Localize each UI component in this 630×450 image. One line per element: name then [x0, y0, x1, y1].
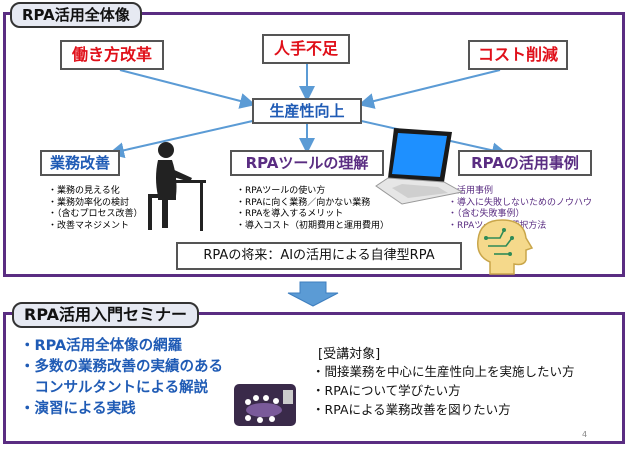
page-number: 4 — [582, 430, 588, 439]
future-box: RPAの将来：AIの活用による自律型RPA — [176, 242, 462, 270]
list-item: （含む失敗事例） — [448, 209, 592, 221]
target-item: 間接業務を中心に生産性向上を実施したい方 — [312, 362, 575, 381]
list-item: （含むプロセス改善） — [48, 209, 143, 221]
list-item: 業務の見える化 — [48, 186, 143, 198]
section-heading-tools: RPAツールの理解 — [230, 150, 384, 176]
seminar-point: ・演習による実践 — [20, 401, 136, 417]
office-worker-icon — [148, 142, 206, 231]
list-item: 業務効率化の検討 — [48, 198, 143, 210]
section-heading-improvement: 業務改善 — [40, 150, 120, 176]
improvement-list: 業務の見える化 業務効率化の検討 （含むプロセス改善） 改善マネジメント — [48, 186, 143, 232]
seminar-points: ・RPA活用全体像の網羅 ・多数の業務改善の実績のある コンサルタントによる解説… — [20, 336, 223, 420]
list-item: 導入コスト（初期費用と運用費用） — [236, 221, 389, 233]
tools-list: RPAツールの使い方 RPAに向く業務／向かない業務 RPAを導入するメリット … — [236, 186, 389, 232]
seminar-title: RPA活用入門セミナー — [12, 302, 199, 328]
arrow-productivity-to-improvement — [108, 119, 258, 159]
target-item: RPAについて学びたい方 — [312, 381, 575, 400]
list-item: 活用事例 — [448, 186, 592, 198]
goal-box-labor-shortage: 人手不足 — [262, 34, 350, 64]
goal-box-cost-reduction: コスト削減 — [468, 40, 568, 70]
meeting-icon — [234, 384, 296, 426]
list-item: 改善マネジメント — [48, 221, 143, 233]
seminar-frame — [3, 312, 625, 444]
productivity-box: 生産性向上 — [252, 98, 362, 124]
arrow-workstyle-to-productivity — [119, 69, 256, 109]
list-item: RPAツールの使い方 — [236, 186, 389, 198]
seminar-point: コンサルタントによる解説 — [20, 380, 209, 396]
down-arrow — [287, 281, 339, 307]
arrow-cost-to-productivity — [358, 69, 501, 109]
seminar-point: ・多数の業務改善の実績のある — [20, 359, 223, 375]
overview-title: RPA活用全体像 — [10, 2, 142, 28]
target-item: RPAによる業務改善を図りたい方 — [312, 400, 575, 419]
overview-frame — [3, 12, 625, 277]
target-list: 間接業務を中心に生産性向上を実施したい方 RPAについて学びたい方 RPAによる… — [312, 362, 575, 419]
section-heading-cases: RPAの活用事例 — [458, 150, 592, 176]
laptop-icon — [375, 128, 464, 205]
seminar-point: ・RPA活用全体像の網羅 — [20, 338, 183, 354]
list-item: RPAに向く業務／向かない業務 — [236, 198, 389, 210]
goal-box-workstyle: 働き方改革 — [60, 40, 164, 70]
ai-brain-icon — [477, 219, 534, 275]
list-item: 導入に失敗しないためのノウハウ — [448, 198, 592, 210]
list-item: RPAを導入するメリット — [236, 209, 389, 221]
target-heading: [受講対象] — [318, 347, 381, 362]
